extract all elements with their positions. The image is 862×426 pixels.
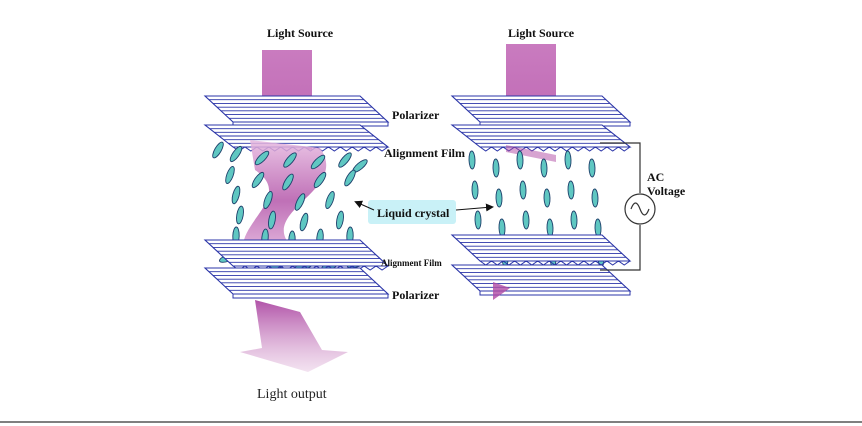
label-light-source-left: Light Source: [267, 26, 334, 40]
label-light-source-right: Light Source: [508, 26, 575, 40]
label-light-output: Light output: [257, 387, 327, 402]
label-polarizer-bottom: Polarizer: [392, 288, 440, 302]
label-voltage: Voltage: [647, 184, 686, 198]
right-stack: [450, 44, 656, 300]
left-stack: [203, 50, 390, 372]
right-polarizer-top: [450, 95, 632, 127]
right-blocked-light: [506, 145, 556, 162]
left-polarizer-bottom: [203, 267, 390, 299]
right-residual-light: [493, 282, 510, 300]
light-output-arrow: [240, 300, 348, 372]
label-alignment-film-bottom: Alignment Film: [381, 258, 442, 268]
sine-wave-source-icon: [624, 193, 656, 225]
pointer-arrow-icon: [455, 203, 494, 212]
liquid-crystal-highlight: [368, 200, 456, 224]
pointer-arrow-icon: [354, 200, 375, 211]
label-alignment-film-top: Alignment Film: [384, 146, 465, 160]
ac-voltage-circuit: [600, 142, 656, 271]
label-ac: AC: [647, 170, 664, 184]
right-alignment-film-bottom: [450, 234, 632, 266]
label-liquid-crystal: Liquid crystal: [377, 206, 450, 220]
label-polarizer-top: Polarizer: [392, 108, 440, 122]
left-alignment-film-bottom: [203, 239, 390, 271]
left-polarizer-top: [203, 95, 390, 127]
right-alignment-film-top: [450, 124, 632, 152]
